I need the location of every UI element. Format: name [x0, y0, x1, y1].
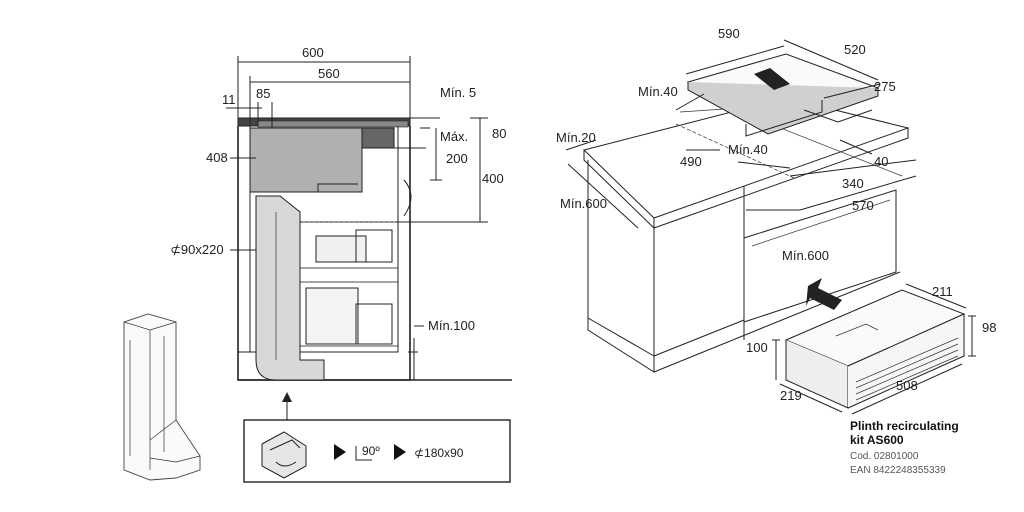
dim-560: 560	[318, 66, 340, 81]
dim-408: 408	[206, 150, 228, 165]
dim-min100: Mín.100	[428, 318, 475, 333]
dim-590: 590	[718, 26, 740, 41]
dim-min600-front: Mín.600	[782, 248, 829, 263]
dim-570: 570	[852, 198, 874, 213]
inset-duct-label: ⊄180x90	[414, 446, 464, 460]
plinth-kit-drawing: 211 98 100 219 508 Plinth recirculating …	[746, 283, 996, 476]
accessory-inset: 90º ⊄180x90	[243, 419, 511, 483]
dim-kit-100: 100	[746, 340, 768, 355]
play-arrow-icon-2	[394, 444, 406, 460]
cabinet-section-drawing: 600 560 11 85 Mín. 5 Máx. 80 408 200 400…	[170, 45, 512, 420]
dim-min20: Mín.20	[556, 130, 596, 145]
dim-340: 340	[842, 176, 864, 191]
dim-kit-98: 98	[982, 320, 996, 335]
dim-duct-90x220: ⊄90x220	[170, 242, 224, 257]
install-arrow-icon	[806, 278, 842, 310]
kitchen-3d-drawing: 590 520 Mín.40 275 Mín.20 490 Mín.40 40 …	[556, 26, 917, 373]
dim-11: 11	[222, 92, 236, 107]
dim-min600-side: Mín.600	[560, 196, 607, 211]
angle-icon	[355, 446, 372, 461]
dim-520: 520	[844, 42, 866, 57]
kit-ean: EAN 8422248355339	[850, 465, 946, 476]
dim-85: 85	[256, 86, 270, 101]
dim-min5: Mín. 5	[440, 85, 476, 100]
dim-kit-219: 219	[780, 388, 802, 403]
dim-min40-a: Mín.40	[638, 84, 678, 99]
dim-400: 400	[482, 171, 504, 186]
play-arrow-icon	[334, 444, 346, 460]
dim-40: 40	[874, 154, 888, 169]
kit-title-line2: kit AS600	[850, 433, 904, 447]
duct-column-sketch	[123, 313, 201, 481]
dim-200: 200	[446, 151, 468, 166]
dim-max: Máx.	[440, 129, 468, 144]
kit-code: Cod. 02801000	[850, 451, 919, 462]
dim-kit-211: 211	[932, 284, 953, 299]
dim-600: 600	[302, 45, 324, 60]
kit-title-line1: Plinth recirculating	[850, 419, 959, 433]
dim-275: 275	[874, 79, 896, 94]
dim-490: 490	[680, 154, 702, 169]
dim-kit-508: 508	[896, 378, 918, 393]
inset-angle-label: 90º	[362, 444, 380, 458]
elbow-90-icon	[261, 431, 307, 479]
dim-80: 80	[492, 126, 506, 141]
dim-min40-b: Mín.40	[728, 142, 768, 157]
